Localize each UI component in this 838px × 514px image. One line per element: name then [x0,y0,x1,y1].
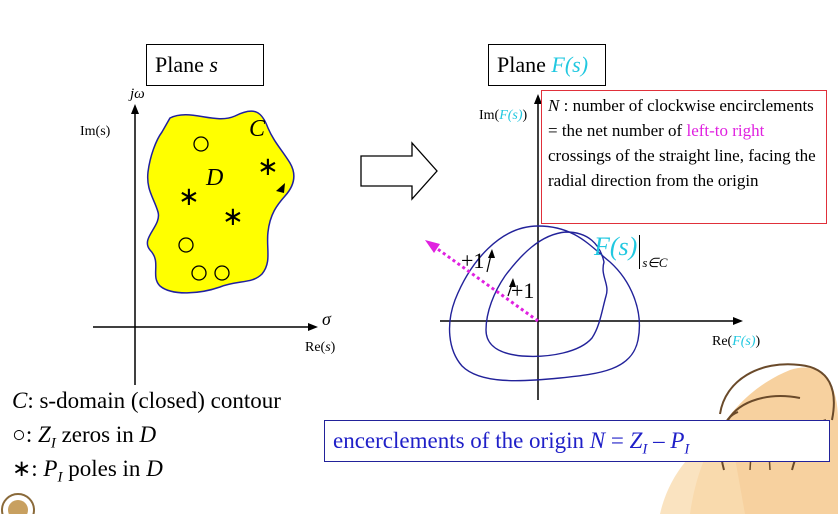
zero-marker [191,265,207,281]
zero-marker [214,265,230,281]
fs-inner-loop [485,231,608,358]
zero-marker [178,237,194,253]
legend-poles: ∗: PI poles in D [12,456,163,486]
zeros [178,136,230,281]
radial-ray [431,243,539,323]
pole-marker: ∗ [257,152,279,181]
left-axes [93,104,318,385]
re-s-label: Re(s) [305,340,336,355]
left-plane-title: Plane s [146,44,264,86]
region-label: D [206,165,224,191]
legend-contour: C: s-domain (closed) contour [12,388,281,413]
im-fs-label: Im(F(s)) [479,108,528,123]
pole-marker: ∗ [178,182,200,211]
jw-label: jω [130,86,145,102]
fs-curve-label: F(s)s∈C [594,232,668,270]
encirclement-note: N : number of clockwise encirclements = … [541,90,827,224]
crossing-label-2: +1 [511,278,535,303]
region-d-contour [146,110,295,294]
im-s-label: Im(s) [80,124,111,139]
right-axes [440,94,743,400]
legend-zeros: ○: ZI zeros in D [12,422,157,452]
right-plane-title: Plane F(s) [488,44,606,86]
fs-outer-loop [448,225,641,382]
pole-marker: ∗ [222,202,244,231]
sigma-label: σ [322,309,331,329]
encirclement-formula: encerclements of the origin N = ZI – PI [324,420,830,462]
emblem-decoration [1,493,35,514]
crossing-label-1: +1 [461,248,485,273]
contour-label: C [249,116,266,142]
re-fs-label: Re(F(s)) [712,334,761,349]
transform-arrow [360,141,438,201]
zero-marker [193,136,209,152]
contour-direction-arrow [276,183,285,193]
